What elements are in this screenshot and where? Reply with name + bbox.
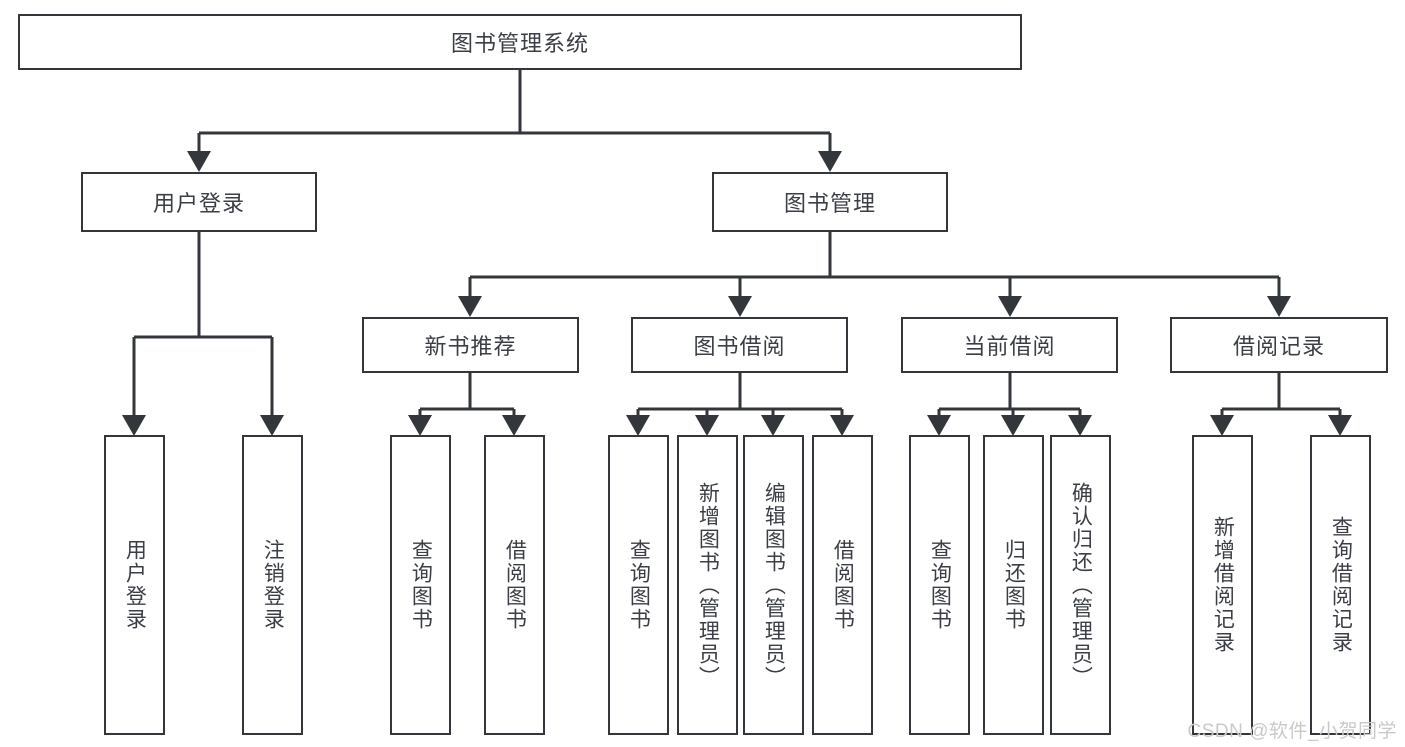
leaf-borrow-book-recommend[interactable]: 借阅图书: [484, 435, 545, 735]
leaf-user-logout[interactable]: 注销登录: [242, 435, 303, 735]
node-new-book-recommend[interactable]: 新书推荐: [362, 317, 579, 373]
node-borrow-record[interactable]: 借阅记录: [1170, 317, 1388, 373]
node-label: 新增图书（管理员）: [696, 481, 720, 689]
node-label: 借阅图书: [831, 539, 855, 631]
node-label: 编辑图书（管理员）: [762, 481, 786, 689]
node-label: 注销登录: [261, 539, 285, 631]
node-label: 查询图书: [409, 539, 433, 631]
node-user-login[interactable]: 用户登录: [81, 172, 317, 232]
node-label: 借阅记录: [1232, 334, 1325, 359]
leaf-borrow-book[interactable]: 借阅图书: [812, 435, 873, 735]
leaf-user-login[interactable]: 用户登录: [104, 435, 165, 735]
node-label: 图书管理: [783, 191, 876, 216]
node-current-borrow[interactable]: 当前借阅: [901, 317, 1118, 373]
node-label: 图书借阅: [693, 334, 786, 359]
node-label: 用户登录: [123, 539, 147, 631]
node-label: 图书管理系统: [450, 31, 589, 56]
node-label: 新书推荐: [424, 334, 517, 359]
leaf-edit-book-admin[interactable]: 编辑图书（管理员）: [743, 435, 804, 735]
node-book-manage[interactable]: 图书管理: [712, 172, 948, 232]
leaf-return-book[interactable]: 归还图书: [983, 435, 1044, 735]
leaf-query-book-current[interactable]: 查询图书: [909, 435, 970, 735]
node-label: 当前借阅: [963, 334, 1056, 359]
node-label: 新增借阅记录: [1211, 516, 1235, 654]
node-root[interactable]: 图书管理系统: [18, 14, 1022, 70]
node-label: 确认归还（管理员）: [1069, 481, 1093, 689]
leaf-add-book-admin[interactable]: 新增图书（管理员）: [677, 435, 738, 735]
node-label: 查询图书: [928, 539, 952, 631]
node-label: 借阅图书: [503, 539, 527, 631]
leaf-confirm-return-admin[interactable]: 确认归还（管理员）: [1050, 435, 1111, 735]
node-label: 归还图书: [1002, 539, 1026, 631]
leaf-query-book-borrow[interactable]: 查询图书: [608, 435, 669, 735]
leaf-add-borrow-record[interactable]: 新增借阅记录: [1192, 435, 1253, 735]
leaf-query-borrow-record[interactable]: 查询借阅记录: [1310, 435, 1371, 735]
leaf-query-book-recommend[interactable]: 查询图书: [390, 435, 451, 735]
watermark: CSDN @软件_小贺同学: [1187, 721, 1397, 742]
node-label: 查询借阅记录: [1329, 516, 1353, 654]
node-label: 用户登录: [152, 191, 245, 216]
node-label: 查询图书: [627, 539, 651, 631]
node-book-borrow[interactable]: 图书借阅: [631, 317, 848, 373]
